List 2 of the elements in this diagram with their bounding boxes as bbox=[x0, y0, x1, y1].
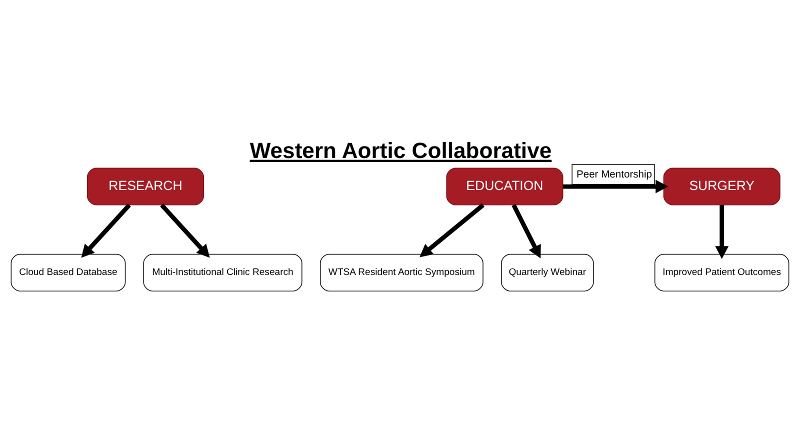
edge-label: Peer Mentorship bbox=[576, 169, 652, 180]
diagram-title: Western Aortic Collaborative bbox=[250, 138, 552, 163]
